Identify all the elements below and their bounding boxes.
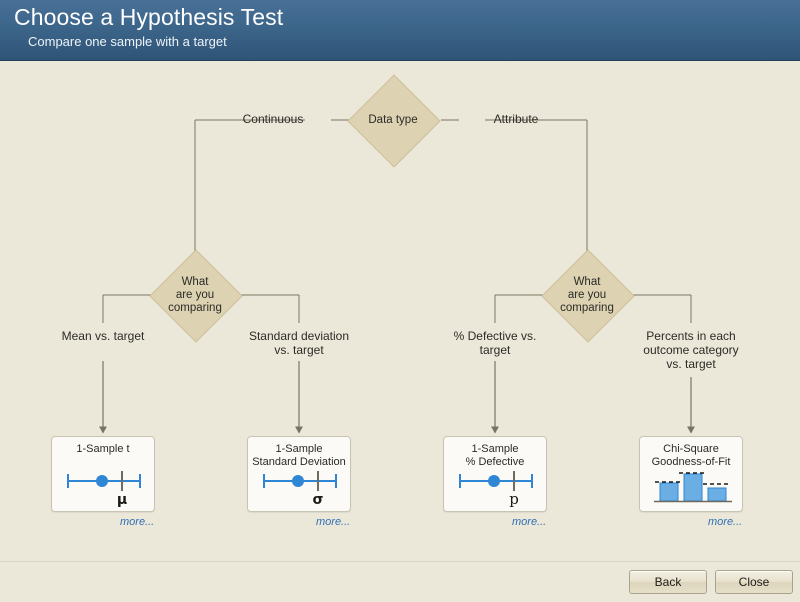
close-button[interactable]: Close xyxy=(715,570,793,594)
parameter-symbol: μ xyxy=(117,492,127,507)
interval-plot-icon: σ xyxy=(263,471,337,507)
bar-chart-icon xyxy=(654,472,732,503)
card-1-sample-standard-deviation[interactable]: 1-Sample Standard Deviation σ xyxy=(247,436,351,512)
card-1-sample-t[interactable]: 1-Sample t μ xyxy=(51,436,155,512)
more-link-1-sample-percent-defective[interactable]: more... xyxy=(512,516,547,528)
more-link-1-sample-t[interactable]: more... xyxy=(120,516,155,528)
edge-label-attribute: Attribute xyxy=(493,112,539,126)
edge-label-percent-defective-vs-target: % Defective vs. target xyxy=(453,329,537,357)
interval-plot-icon: μ xyxy=(67,471,141,507)
edge-label-percents-in-each-outcome-category: Percents in each outcome category vs. ta… xyxy=(643,329,739,371)
edge-label-continuous: Continuous xyxy=(242,112,304,126)
card-title: 1-Sample % Defective xyxy=(465,443,525,468)
decision-node-data-type[interactable]: Data type xyxy=(347,74,441,168)
page-subtitle: Compare one sample with a target xyxy=(28,34,227,49)
back-button[interactable]: Back xyxy=(629,570,707,594)
card-chi-square-goodness-of-fit[interactable]: Chi-Square Goodness-of-Fit xyxy=(639,436,743,512)
decision-node-label: Data type xyxy=(368,113,418,126)
more-link-1-sample-standard-deviation[interactable]: more... xyxy=(316,516,351,528)
card-title: 1-Sample t xyxy=(76,443,130,455)
card-title: Chi-Square Goodness-of-Fit xyxy=(651,443,731,468)
edge-label-standard-deviation-vs-target: Standard deviation vs. target xyxy=(248,329,350,357)
decision-node-attribute-comparison[interactable]: What are you comparing xyxy=(541,249,635,343)
decision-node-label: What are you comparing xyxy=(168,275,222,314)
dialog-footer: Back Close xyxy=(0,561,800,602)
dialog-header: Choose a Hypothesis Test Compare one sam… xyxy=(0,0,800,61)
parameter-symbol: p xyxy=(509,490,519,507)
card-title: 1-Sample Standard Deviation xyxy=(252,443,346,468)
decision-tree-canvas: Data type Continuous Attribute What are … xyxy=(0,61,800,561)
more-link-chi-square-goodness-of-fit[interactable]: more... xyxy=(708,516,743,528)
page-title: Choose a Hypothesis Test xyxy=(14,4,284,30)
decision-node-label: What are you comparing xyxy=(560,275,614,314)
interval-plot-icon: p xyxy=(459,471,533,507)
card-1-sample-percent-defective[interactable]: 1-Sample % Defective p xyxy=(443,436,547,512)
edge-label-mean-vs-target: Mean vs. target xyxy=(61,329,145,343)
decision-node-continuous-comparison[interactable]: What are you comparing xyxy=(149,249,243,343)
parameter-symbol: σ xyxy=(313,492,324,507)
